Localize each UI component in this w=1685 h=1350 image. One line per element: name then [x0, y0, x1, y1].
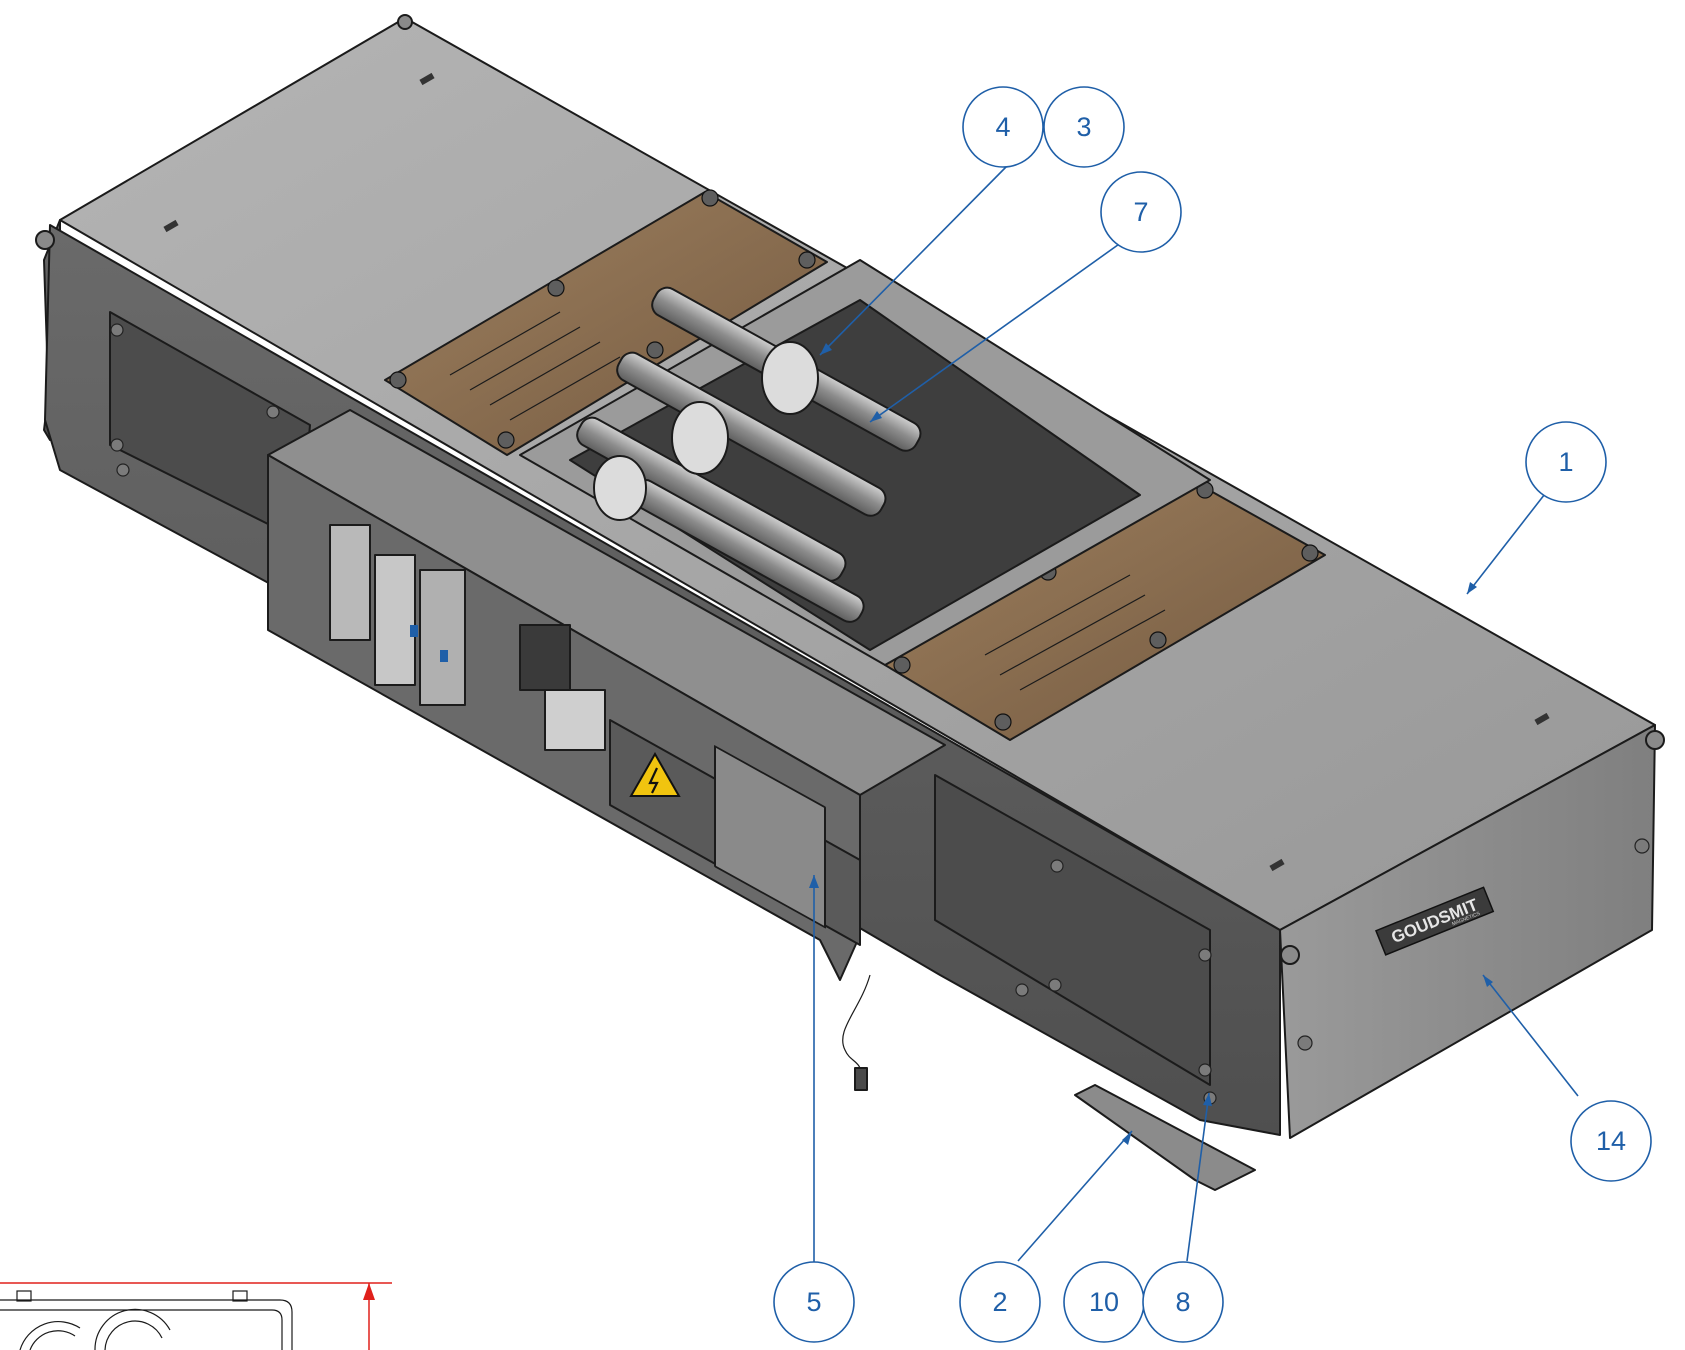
side-access-panel-right — [934, 774, 1211, 1086]
rod-end-flange — [593, 455, 647, 521]
enclosure-window — [714, 745, 826, 929]
svg-text:8: 8 — [1175, 1287, 1190, 1317]
lifting-lug — [397, 14, 413, 30]
balloon-1: 1 — [1525, 421, 1607, 503]
outlet-flange — [1074, 1084, 1256, 1191]
svg-text:5: 5 — [806, 1287, 821, 1317]
balloon-4: 4 — [962, 86, 1044, 168]
magnet-rods — [576, 286, 922, 623]
cable-plug — [854, 1067, 868, 1091]
pneumatic-valves — [329, 524, 606, 751]
dimension-arrowhead — [363, 1283, 375, 1300]
svg-text:14: 14 — [1596, 1126, 1626, 1156]
balloon-2: 2 — [959, 1261, 1041, 1343]
balloon-8: 8 — [1142, 1261, 1224, 1343]
svg-text:2: 2 — [992, 1287, 1007, 1317]
inset-detail-view — [0, 1282, 392, 1350]
top-slot — [163, 219, 179, 233]
inspection-window-left — [384, 189, 828, 456]
top-slot — [1534, 712, 1550, 726]
lifting-lug — [35, 230, 55, 250]
svg-text:7: 7 — [1133, 197, 1148, 227]
svg-text:4: 4 — [995, 112, 1010, 142]
magnet-grate-opening — [519, 259, 1211, 666]
lifting-lug — [1645, 730, 1665, 750]
rod-end-flange — [671, 401, 729, 475]
top-slot — [1269, 858, 1285, 872]
svg-text:1: 1 — [1558, 447, 1573, 477]
svg-text:3: 3 — [1076, 112, 1091, 142]
balloon-3: 3 — [1043, 86, 1125, 168]
housing-right-end — [1279, 724, 1656, 1139]
balloon-5: 5 — [773, 1261, 855, 1343]
electrical-hazard-icon — [629, 751, 681, 797]
leader-lines — [809, 166, 1579, 1262]
lifting-lug — [1280, 945, 1300, 965]
balloon-7: 7 — [1100, 171, 1182, 253]
balloon-14: 14 — [1570, 1100, 1652, 1182]
svg-text:10: 10 — [1089, 1287, 1119, 1317]
control-bracket — [267, 409, 946, 1091]
top-slot — [419, 72, 435, 86]
rod-end-flange — [761, 341, 819, 415]
sensor-cable — [842, 974, 871, 1076]
balloon-10: 10 — [1063, 1261, 1145, 1343]
